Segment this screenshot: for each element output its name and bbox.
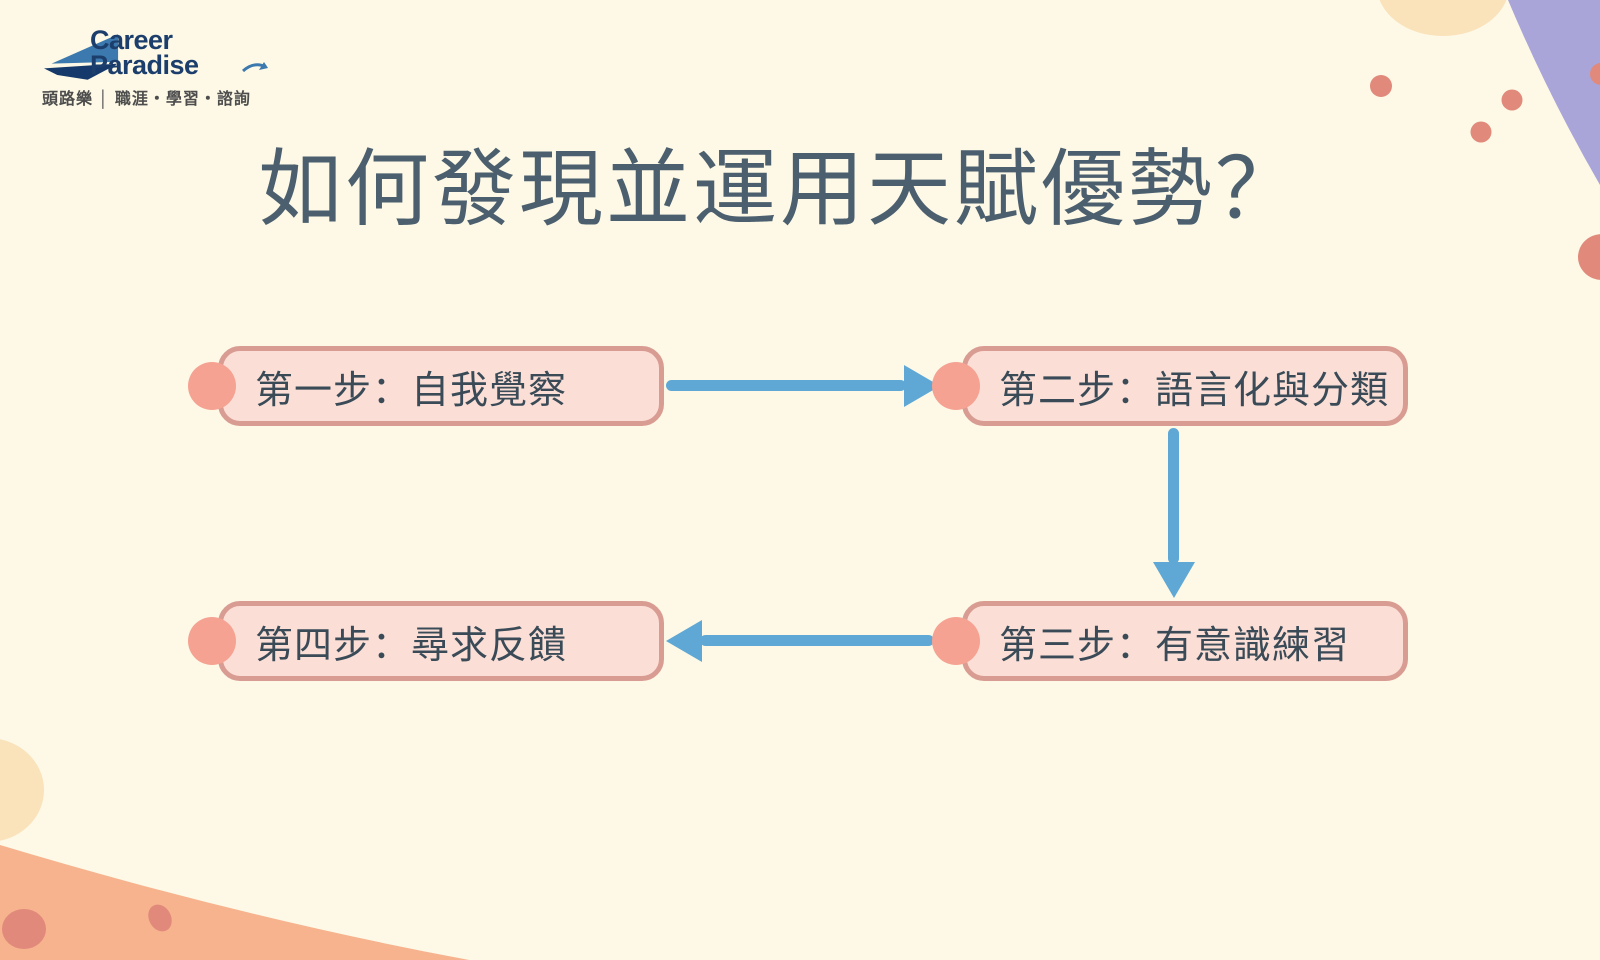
step-dot-icon	[932, 362, 980, 410]
step-label: 第四步：尋求反饋	[255, 624, 568, 667]
brand-tagline: 頭路樂 │ 職涯・學習・諮詢	[42, 91, 251, 108]
step-dot-icon	[932, 617, 980, 665]
step-label: 第三步：有意識練習	[999, 624, 1351, 667]
step-label: 第二步：語言化與分類	[999, 369, 1390, 412]
brand-name-line1: Career	[90, 25, 173, 55]
flow-box-step-3: 第三步：有意識練習	[962, 601, 1408, 681]
brand-wordmark: Career Paradise	[90, 25, 268, 80]
brand-name-line2: Paradise	[90, 50, 199, 80]
arrow-left-icon	[666, 620, 702, 662]
step-dot-icon	[188, 617, 236, 665]
coral-dot	[1590, 63, 1600, 85]
coral-dot	[1470, 121, 1492, 143]
coral-dot	[1578, 234, 1600, 280]
arrow-down-icon	[1153, 562, 1195, 598]
coral-dot	[1370, 75, 1392, 97]
coral-dot	[1501, 89, 1523, 111]
purple-corner-shape	[1508, 0, 1600, 185]
peach-blob-bottom	[0, 739, 44, 841]
flow-box-step-4: 第四步：尋求反饋	[218, 601, 664, 681]
flow-box-step-1: 第一步：自我覺察	[218, 346, 664, 426]
salmon-corner-shape	[0, 845, 470, 960]
flow-box-step-2: 第二步：語言化與分類	[962, 346, 1408, 426]
arrow-step2-to-step3	[1168, 428, 1179, 564]
page-title: 如何發現並運用天賦優勢？	[257, 142, 1302, 236]
coral-dot	[2, 909, 46, 949]
step-dot-icon	[188, 362, 236, 410]
step-label: 第一步：自我覺察	[255, 369, 568, 412]
coral-dot	[148, 904, 172, 932]
arrow-step1-to-step2	[666, 380, 906, 391]
logo-swoosh-icon	[242, 62, 268, 73]
arrow-step3-to-step4	[700, 635, 934, 646]
peach-blob-top	[1379, 0, 1507, 36]
logo-sail-icon	[44, 34, 119, 80]
